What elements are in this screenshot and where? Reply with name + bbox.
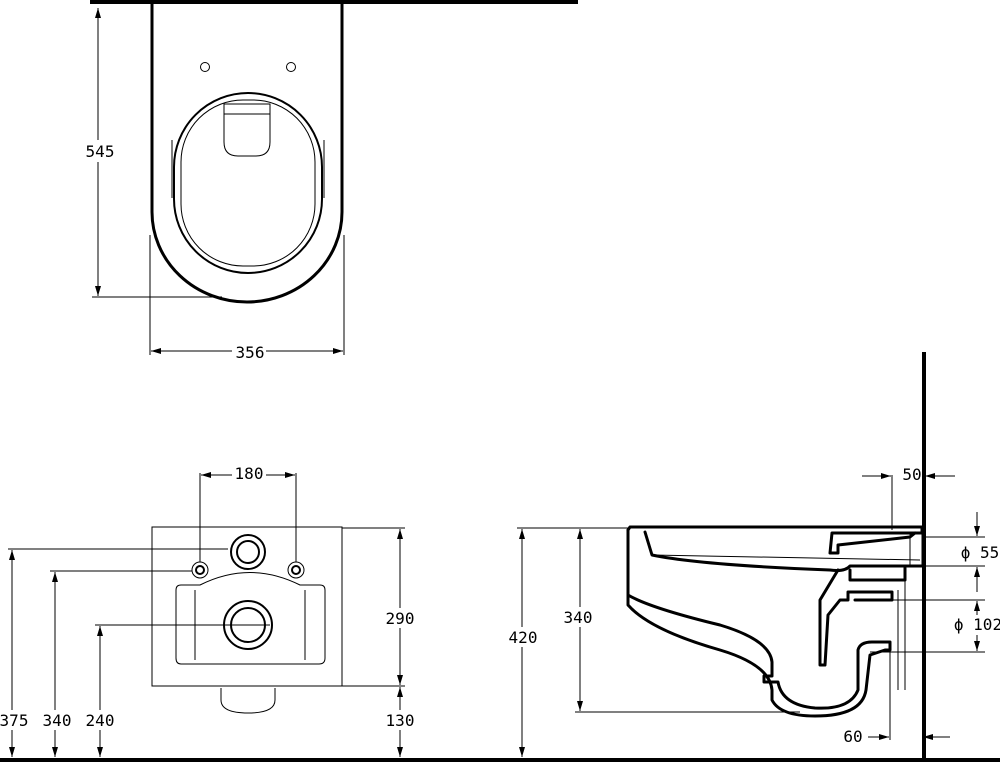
water-inlet-outer [230, 534, 266, 570]
water-inlet-inner [236, 540, 260, 564]
front-body-outline [151, 526, 343, 687]
side-bowl-body [626, 528, 892, 718]
front-outlet-recess [175, 572, 326, 665]
seat-outer [173, 92, 323, 274]
dim-340-front: 340 [43, 711, 72, 730]
dim-356: 356 [236, 343, 265, 362]
dim-420: 420 [509, 628, 538, 647]
bolt-right-inner [291, 565, 301, 575]
rim-opening [223, 103, 271, 157]
front-bottom-tab [220, 688, 276, 714]
dim-240: 240 [86, 711, 115, 730]
hinge-hole-right [286, 62, 296, 72]
side-view: 50 ϕ 55 ϕ 102 60 420 340 [505, 352, 1000, 760]
bolt-right-outer [287, 561, 305, 579]
hinge-hole-left [200, 62, 210, 72]
side-inner-contour [643, 530, 924, 572]
inlet-connector [909, 533, 923, 567]
dim-375: 375 [0, 711, 28, 730]
dim-180: 180 [235, 464, 264, 483]
bowl-outline [150, 1, 344, 304]
dim-50: 50 [902, 465, 921, 484]
dim-290: 290 [386, 609, 415, 628]
front-view: 180 290 130 375 340 240 [0, 464, 1000, 762]
dim-130: 130 [386, 711, 415, 730]
top-view: 545 356 [84, 0, 578, 362]
dim-diameter-102: ϕ 102 [954, 615, 1000, 634]
dim-340-side: 340 [564, 608, 593, 627]
side-rim-top [626, 525, 924, 555]
side-trap [818, 568, 894, 667]
dim-diameter-55: ϕ 55 [961, 543, 1000, 562]
bolt-left-outer [191, 561, 209, 579]
bolt-left-inner [195, 565, 205, 575]
seat-inner [180, 99, 316, 267]
dim-60: 60 [843, 727, 862, 746]
dim-545: 545 [86, 142, 115, 161]
